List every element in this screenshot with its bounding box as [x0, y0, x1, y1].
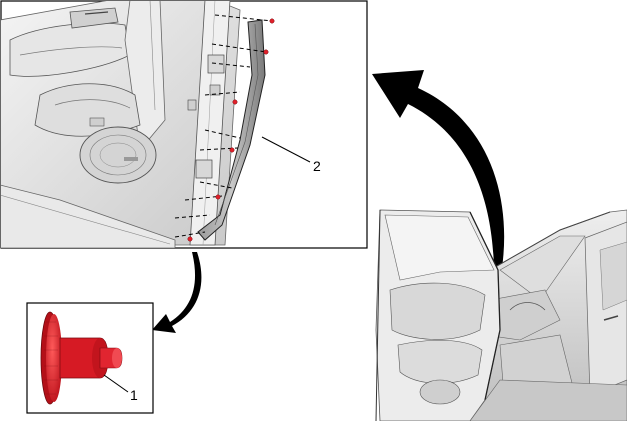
fastener-points — [187, 18, 275, 242]
curved-arrow-down-left-icon — [152, 252, 202, 333]
door-illustration — [1, 1, 275, 248]
leader-line-1 — [103, 374, 129, 393]
fastener-icon — [229, 147, 235, 153]
curved-arrow-up-left-icon — [372, 70, 505, 268]
fastener-icon — [263, 49, 269, 55]
fastener-icon — [187, 236, 193, 242]
fastener-icon — [232, 99, 238, 105]
vehicle-overview — [375, 209, 627, 421]
clip-detail-box: 1 — [26, 302, 154, 414]
speaker-grille — [79, 126, 157, 184]
open-door — [375, 209, 501, 421]
detail-inset: 2 — [0, 0, 368, 249]
callout-1: 1 — [130, 387, 138, 403]
leader-line-2 — [261, 136, 311, 163]
weatherstrip-part-2 — [197, 19, 266, 241]
clip-part-1 — [40, 311, 123, 405]
callout-2: 2 — [313, 158, 321, 174]
fastener-icon — [269, 18, 275, 24]
fastener-icon — [215, 194, 221, 200]
switch-icon — [89, 117, 105, 127]
